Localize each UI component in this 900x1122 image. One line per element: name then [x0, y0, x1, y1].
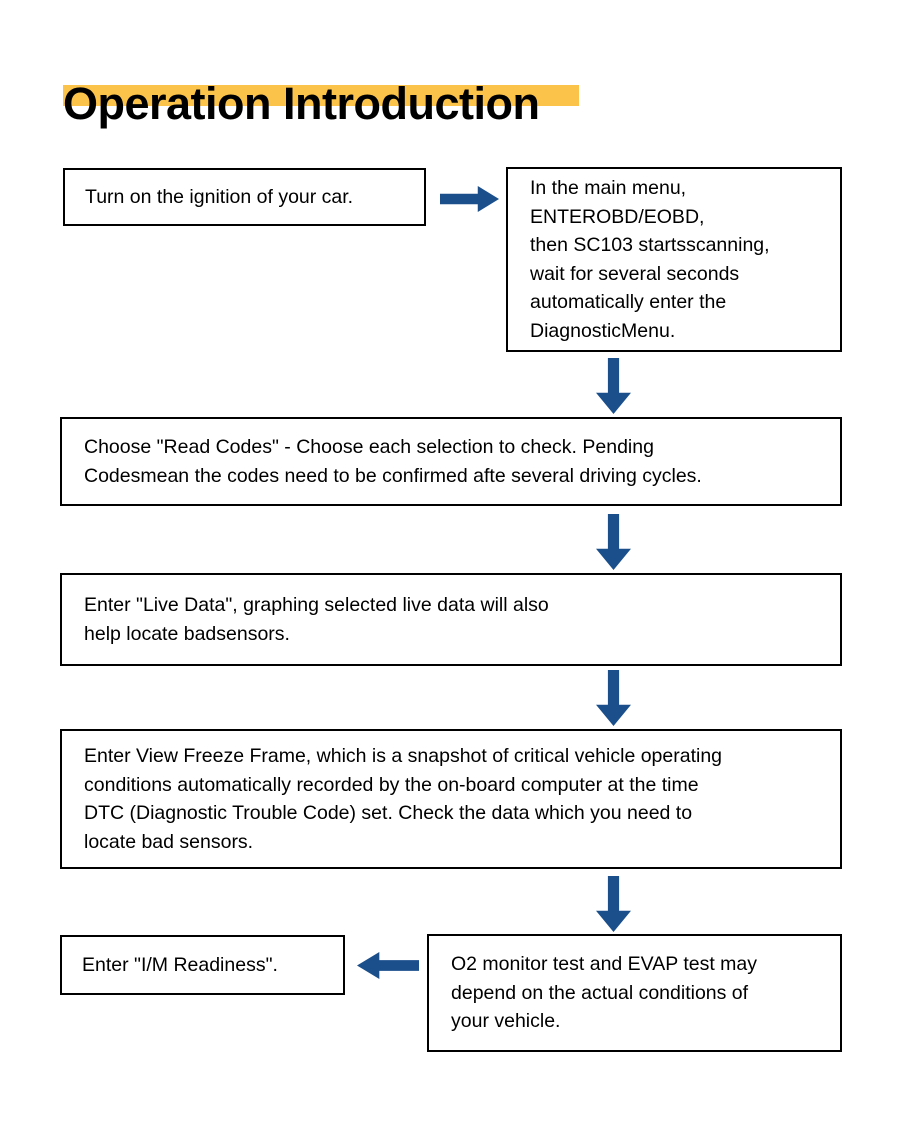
flowchart-box-o2-monitor-test: O2 monitor test and EVAP test may depend… [427, 934, 842, 1052]
flowchart-box-read-codes: Choose "Read Codes" - Choose each select… [60, 417, 842, 506]
flowchart-box-text: Choose "Read Codes" - Choose each select… [84, 436, 702, 487]
flowchart-box-text: O2 monitor test and EVAP test may depend… [451, 953, 758, 1033]
arrow-down-icon [596, 670, 631, 726]
flowchart-box-text: Enter "Live Data", graphing selected liv… [84, 594, 549, 645]
title-highlight-bar [63, 85, 579, 106]
flowchart-box-text: Turn on the ignition of your car. [85, 185, 354, 208]
flowchart-box-text: Enter "I/M Readiness". [82, 953, 278, 976]
flowchart-box-text: In the main menu, ENTEROBD/EOBD, then SC… [530, 177, 770, 342]
flowchart-box-live-data: Enter "Live Data", graphing selected liv… [60, 573, 842, 666]
flowchart-box-text: Enter View Freeze Frame, which is a snap… [84, 745, 723, 853]
arrow-left-icon [357, 952, 419, 979]
flowchart-box-im-readiness: Enter "I/M Readiness". [60, 935, 345, 995]
page-title: Operation Introduction [63, 78, 540, 130]
arrow-right-icon [440, 186, 499, 212]
flowchart-box-enter-obd-eobd: In the main menu, ENTEROBD/EOBD, then SC… [506, 167, 842, 352]
arrow-down-icon [596, 358, 631, 414]
flowchart-box-turn-on-ignition: Turn on the ignition of your car. [63, 168, 426, 226]
page-title-wrapper: Operation Introduction [63, 48, 579, 129]
arrow-down-icon [596, 876, 631, 932]
flowchart-box-view-freeze-frame: Enter View Freeze Frame, which is a snap… [60, 729, 842, 869]
arrow-down-icon [596, 514, 631, 570]
